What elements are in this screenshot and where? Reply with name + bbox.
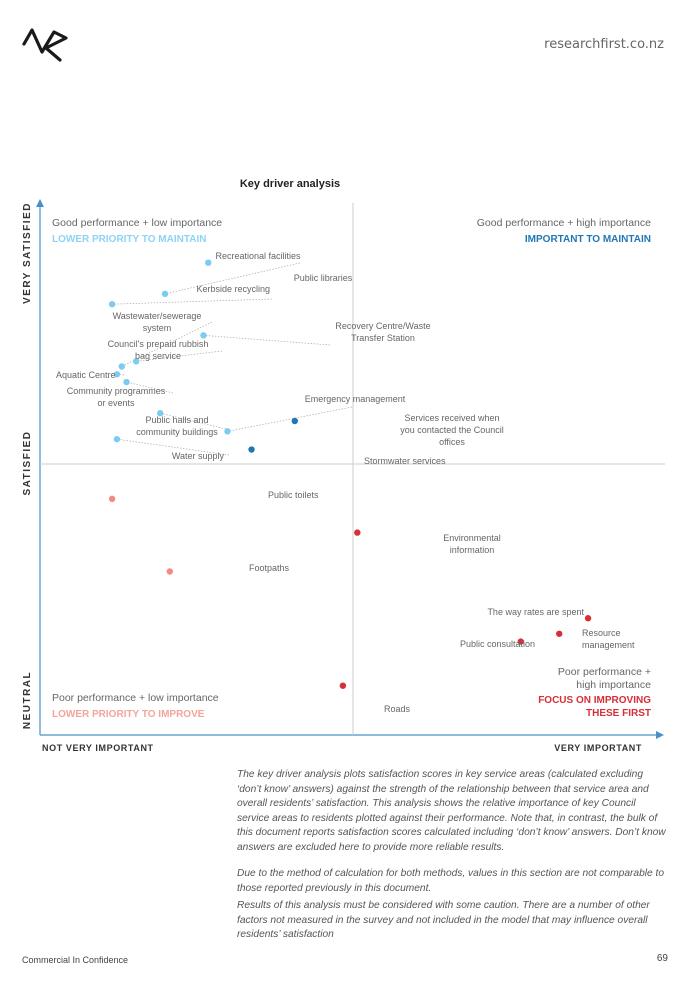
x-label-left: NOT VERY IMPORTANT: [42, 743, 154, 753]
leader-line-recreational-facilities: [164, 262, 301, 295]
leader-line-kerbside-recycling: [112, 298, 273, 305]
quadrant-top-right-title: IMPORTANT TO MAINTAIN: [525, 234, 651, 245]
point-label-public-libraries: Public libraries: [294, 273, 353, 283]
point-public-halls-and-community-buildings: [156, 410, 164, 417]
x-label-right: VERY IMPORTANT: [554, 743, 642, 753]
point-label-emergency-management: Emergency management: [305, 394, 406, 404]
point-footpaths: [166, 568, 174, 575]
point-water-supply: [113, 435, 121, 443]
point-label-footpaths: Footpaths: [249, 563, 290, 573]
y-axis-arrow: [36, 199, 44, 207]
page-number: 69: [656, 953, 668, 964]
point-recovery-centre-waste-transfer-station: [200, 332, 207, 339]
research-first-logo: [22, 28, 68, 62]
point-label-recreational-facilities: Recreational facilities: [215, 251, 301, 261]
body-paragraph-3: Results of this analysis must be conside…: [237, 900, 650, 940]
quadrant-bottom-left-desc: Poor performance + low importance: [52, 692, 219, 704]
point-the-way-rates-are-spent: [584, 615, 592, 622]
point-emergency-management: [224, 428, 231, 435]
point-label-stormwater-services: Stormwater services: [364, 456, 446, 466]
key-driver-chart: VERY SATISFIED SATISFIED NEUTRAL NOT VER…: [22, 199, 665, 753]
point-council-s-prepaid-rubbish-bag-service: [132, 358, 140, 365]
x-axis-arrow: [656, 731, 664, 739]
point-services-received-when-you-contacted-the-council-offices: [291, 417, 299, 425]
leader-line-recovery-centre-waste-transfer-station: [203, 335, 331, 346]
chart-title: Key driver analysis: [239, 178, 341, 190]
point-public-libraries: [205, 259, 212, 266]
point-label-water-supply: Water supply: [172, 451, 225, 461]
site-url[interactable]: researchfirst.co.nz: [544, 37, 664, 52]
leader-line-community-programmes-or-events: [126, 381, 174, 394]
point-roads: [339, 682, 347, 689]
leader-line-council-s-prepaid-rubbish-bag-service: [136, 350, 223, 362]
leader-line-water-supply: [116, 438, 230, 456]
point-label-public-consultation: Public consultation: [460, 639, 535, 649]
quadrant-top-left-title: LOWER PRIORITY TO MAINTAIN: [52, 234, 206, 245]
quadrant-top-left-desc: Good performance + low importance: [52, 217, 222, 229]
point-label-aquatic-centre: Aquatic Centre: [56, 370, 116, 380]
point-community-programmes-or-events: [123, 378, 130, 386]
y-label-very-satisfied: VERY SATISFIED: [22, 202, 33, 304]
point-label-roads: Roads: [384, 704, 411, 714]
point-label-the-way-rates-are-spent: The way rates are spent: [487, 607, 584, 617]
point-kerbside-recycling: [108, 301, 116, 308]
point-label-public-toilets: Public toilets: [268, 490, 319, 500]
quadrant-bottom-right-desc-1: Poor performance +: [558, 666, 651, 678]
point-aquatic-centre: [113, 371, 121, 378]
point-public-consultation: [517, 638, 524, 645]
point-stormwater-services: [248, 446, 255, 453]
footer-confidentiality: Commercial In Confidence: [22, 955, 129, 965]
point-resource-management: [556, 630, 563, 637]
leader-line-aquatic-centre: [116, 373, 125, 376]
point-label-kerbside-recycling: Kerbside recycling: [196, 284, 270, 294]
quadrant-bottom-left-title: LOWER PRIORITY TO IMPROVE: [52, 709, 205, 720]
point-public-toilets: [108, 495, 116, 503]
point-wastewater-sewerage-system: [118, 363, 125, 370]
quadrant-top-right-desc: Good performance + high importance: [477, 217, 651, 229]
quadrant-bottom-right-desc-2: high importance: [576, 679, 651, 691]
leader-line-emergency-management: [227, 406, 353, 432]
body-paragraph-2: Due to the method of calculation for bot…: [237, 868, 664, 894]
leader-line-public-halls-and-community-buildings: [160, 412, 227, 430]
quadrant-bottom-right-title-1: FOCUS ON IMPROVING: [538, 695, 651, 706]
point-recreational-facilities: [161, 290, 169, 298]
y-label-neutral: NEUTRAL: [22, 671, 33, 729]
body-paragraph-1: The key driver analysis plots satisfacti…: [237, 769, 666, 853]
quadrant-bottom-right-title-2: THESE FIRST: [586, 708, 651, 719]
y-label-satisfied: SATISFIED: [22, 431, 33, 496]
point-environmental-information: [354, 529, 361, 536]
